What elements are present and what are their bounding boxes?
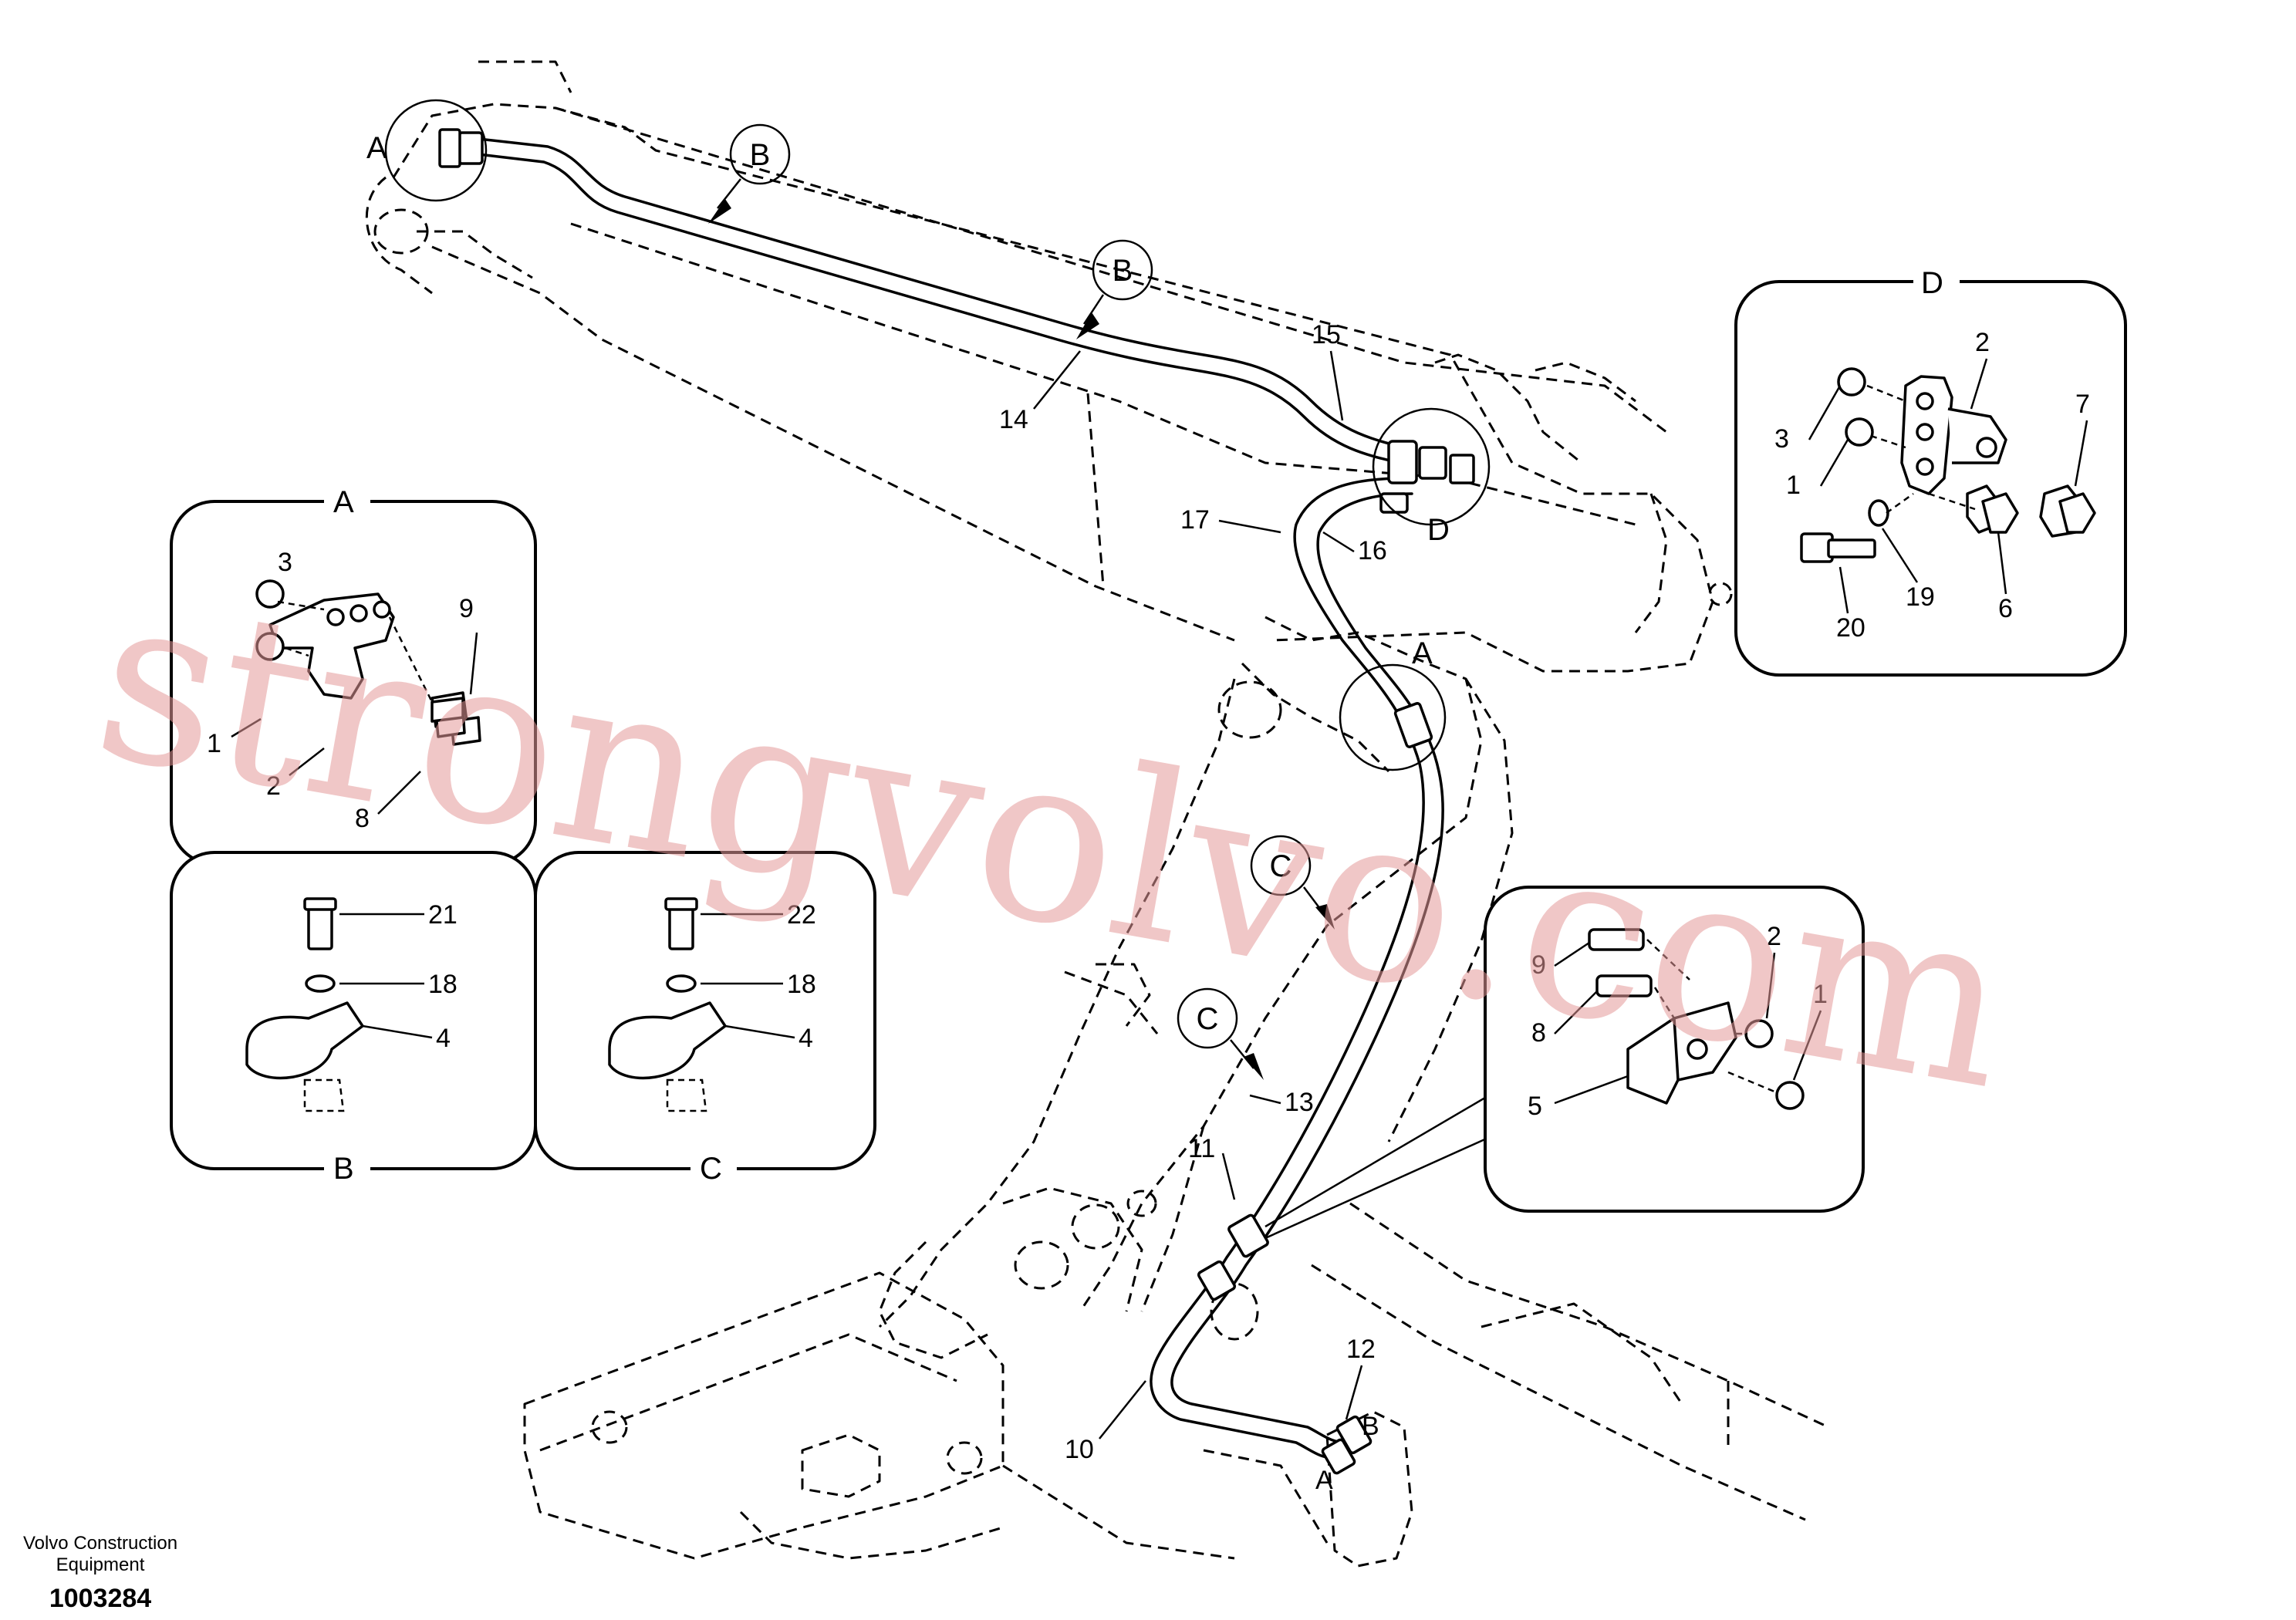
port-label-b: B [1362, 1412, 1379, 1441]
panel-a-label-2: 1 [207, 729, 221, 758]
panel-b-label-1: 18 [428, 970, 458, 999]
panel-e-label-1: 2 [1767, 922, 1781, 951]
arm-outline [878, 616, 1622, 1359]
panel-a-label-0: 3 [278, 548, 292, 577]
panel-e-label-0: 9 [1531, 950, 1546, 980]
detail-panel-b: B 21 18 4 [170, 851, 537, 1186]
detail-panel-a: A 3 9 1 2 8 [170, 485, 537, 866]
detail-panel-callout: 9 2 8 1 5 [1484, 886, 1865, 1213]
detail-circle-a-arm [1339, 663, 1447, 771]
marker-a-top: A [366, 131, 387, 165]
panel-d-label-4: 20 [1836, 613, 1866, 643]
footer-company-2: Equipment [56, 1554, 145, 1575]
panel-e-label-4: 5 [1528, 1092, 1542, 1121]
marker-d: D [1427, 513, 1450, 547]
label-14: 14 [999, 405, 1028, 434]
callout-leader-2 [1264, 1132, 1497, 1240]
panel-d-label-2: 7 [2075, 390, 2090, 419]
panel-b-label-0: 21 [428, 900, 458, 930]
footer-company-1: Volvo Construction [23, 1533, 177, 1554]
panel-d-label-1: 3 [1774, 424, 1789, 454]
section-markers: B B C C [708, 123, 1335, 1080]
callout-leader-1 [1264, 1094, 1490, 1228]
panel-b-label-2: 4 [436, 1024, 451, 1053]
panel-c-label-1: 18 [787, 970, 816, 999]
marker-b-1: B [750, 138, 771, 172]
panel-c-title: C [700, 1152, 722, 1186]
boom-outline [365, 60, 1733, 673]
panel-a-label-4: 8 [355, 804, 370, 833]
hose-labels: 15 14 17 16 13 11 12 10 [999, 320, 1387, 1464]
panel-a-label-1: 9 [459, 594, 474, 623]
label-17: 17 [1180, 505, 1210, 535]
panel-d-label-3: 1 [1786, 471, 1801, 500]
detail-panel-c: C 22 18 4 [534, 851, 876, 1186]
marker-b-2: B [1113, 254, 1133, 288]
drawing-number: 1003284 [49, 1584, 151, 1613]
marker-a-arm: A [1412, 636, 1433, 670]
hose-route [477, 137, 1444, 1460]
marker-c-1: C [1270, 849, 1292, 883]
detail-panel-d: D 2 3 7 1 20 19 6 [1734, 266, 2127, 677]
label-15: 15 [1312, 320, 1341, 349]
label-10: 10 [1065, 1435, 1094, 1464]
panel-e-label-3: 1 [1813, 980, 1828, 1009]
label-13: 13 [1285, 1088, 1314, 1117]
detail-circle-a-top [384, 99, 488, 202]
panel-a-label-3: 2 [266, 771, 281, 801]
panel-c-label-0: 22 [787, 900, 816, 930]
panel-e-label-2: 8 [1531, 1018, 1546, 1048]
detail-circles [384, 99, 1491, 771]
panel-d-label-6: 6 [1998, 594, 2013, 623]
label-12: 12 [1346, 1335, 1376, 1364]
panel-c-label-2: 4 [799, 1024, 813, 1053]
frame-outline [523, 1202, 1829, 1568]
panel-d-title: D [1921, 266, 1943, 300]
panel-d-label-0: 2 [1975, 328, 1990, 357]
label-16: 16 [1358, 536, 1387, 565]
panel-d-label-5: 19 [1906, 582, 1935, 612]
label-11: 11 [1188, 1134, 1215, 1163]
detail-circle-d [1372, 407, 1491, 526]
panel-a-title: A [333, 485, 354, 519]
hose-fittings [438, 128, 1475, 1475]
marker-c-2: C [1197, 1002, 1219, 1036]
port-label-a: A [1315, 1466, 1333, 1495]
panel-b-title: B [333, 1152, 354, 1186]
